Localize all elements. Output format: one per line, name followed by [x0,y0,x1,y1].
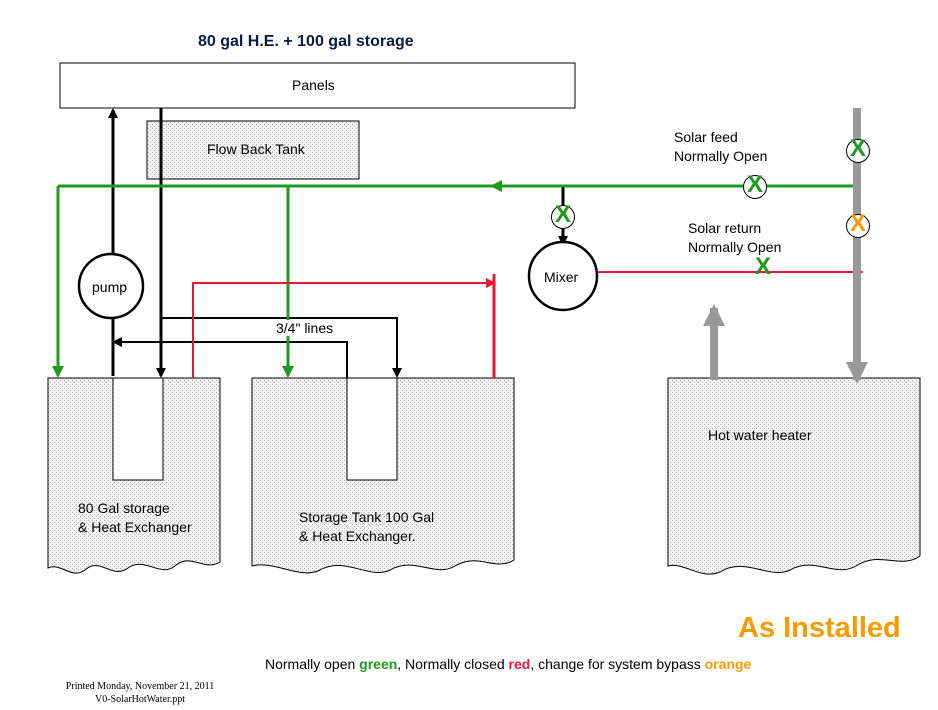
panels-box [59,62,576,109]
red-tank1-to-mixer [192,278,496,378]
solar-return-label: Solar return [688,220,762,236]
panels-label: Panels [292,77,335,93]
flow-back-tank-box [146,120,360,180]
tank3-label: Hot water heater [708,427,812,443]
tank2-label-line2: & Heat Exchanger. [299,528,416,544]
valve-mixer-inlet[interactable]: X [551,201,575,229]
legend-green: green [359,656,398,672]
valve-mark: X [849,210,866,237]
valve-solar-feed[interactable]: X [743,171,767,199]
flow-back-tank-label: Flow Back Tank [207,141,305,157]
mixer-circle [527,240,599,312]
legend-prefix: Normally open [265,656,360,672]
heat-exchanger-well-2 [346,377,398,481]
line-tank2-to-tank1 [112,337,348,378]
valve-mark: X [554,201,571,228]
lines-label: 3/4" lines [276,320,334,336]
legend-mid2: , change for system bypass [530,656,705,672]
pump-circle [77,252,145,320]
tank-hot-water-heater [667,377,921,575]
tank1-label-line2: & Heat Exchanger [78,519,192,535]
heat-exchanger-well-1 [112,377,164,481]
legend: Normally open green, Normally closed red… [265,656,751,672]
legend-mid: , Normally closed [397,656,509,672]
valve-supply-top[interactable]: X [846,135,870,163]
footer-print-info: Printed Monday, November 21, 2011 V0-Sol… [40,680,240,706]
legend-orange: orange [704,656,752,672]
line-34-to-tank2 [161,317,402,378]
valve-mark: X [849,135,866,162]
diagram-title: 80 gal H.E. + 100 gal storage [198,33,414,50]
tank2-label-line1: Storage Tank 100 Gal [299,509,435,525]
status-as-installed: As Installed [738,612,901,644]
valve-mark: X [754,253,771,280]
pump-label: pump [92,279,128,295]
tank1-label-line1: 80 Gal storage [78,500,170,516]
footer-line2: V0-SolarHotWater.ppt [94,694,185,705]
footer-line1: Printed Monday, November 21, 2011 [65,681,215,692]
valve-bypass[interactable]: X [846,210,870,238]
valve-solar-return[interactable]: X [752,253,774,282]
mixer-label: Mixer [544,269,579,285]
legend-red: red [508,656,531,672]
solar-feed-label: Solar feed [674,129,738,145]
solar-feed-state: Normally Open [674,148,768,164]
valve-mark: X [746,171,763,198]
solar-return-state: Normally Open [688,239,782,255]
